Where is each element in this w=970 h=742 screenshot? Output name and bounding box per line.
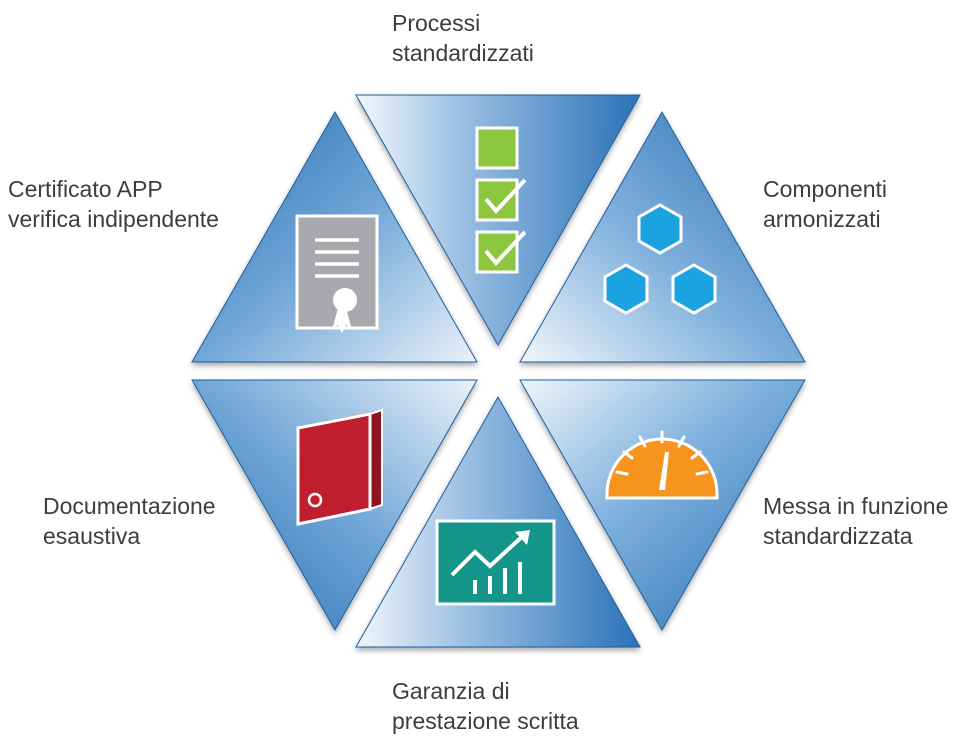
label-line: esaustiva [43, 523, 141, 549]
label-line: Garanzia di [392, 678, 510, 704]
label-line: Processi [392, 10, 481, 36]
label-line: prestazione scritta [392, 708, 579, 734]
label-processi-standardizzati: Processi standardizzati [392, 8, 534, 68]
label-messa-in-funzione: Messa in funzione standardizzata [763, 491, 948, 551]
certificate-icon [295, 214, 379, 333]
label-certificato-app: Certificato APP verifica indipendente [8, 174, 219, 234]
label-line: Componenti [763, 176, 888, 202]
label-line: standardizzati [392, 40, 534, 66]
checklist-icon [475, 126, 527, 274]
hexagons-icon [603, 203, 717, 315]
label-line: standardizzata [763, 523, 913, 549]
gauge-icon [605, 430, 719, 500]
panel-bottom-right [519, 379, 806, 632]
label-documentazione-esaustiva: Documentazione esaustiva [43, 491, 216, 551]
label-line: armonizzati [763, 206, 881, 232]
binder-icon [296, 408, 383, 526]
label-line: Documentazione [43, 493, 216, 519]
label-garanzia-prestazione: Garanzia di prestazione scritta [392, 676, 579, 736]
label-line: verifica indipendente [8, 206, 219, 232]
chart-growth-icon [435, 519, 556, 606]
label-componenti-armonizzati: Componenti armonizzati [763, 174, 887, 234]
label-line: Messa in funzione [763, 493, 949, 519]
label-line: Certificato APP [8, 176, 163, 202]
